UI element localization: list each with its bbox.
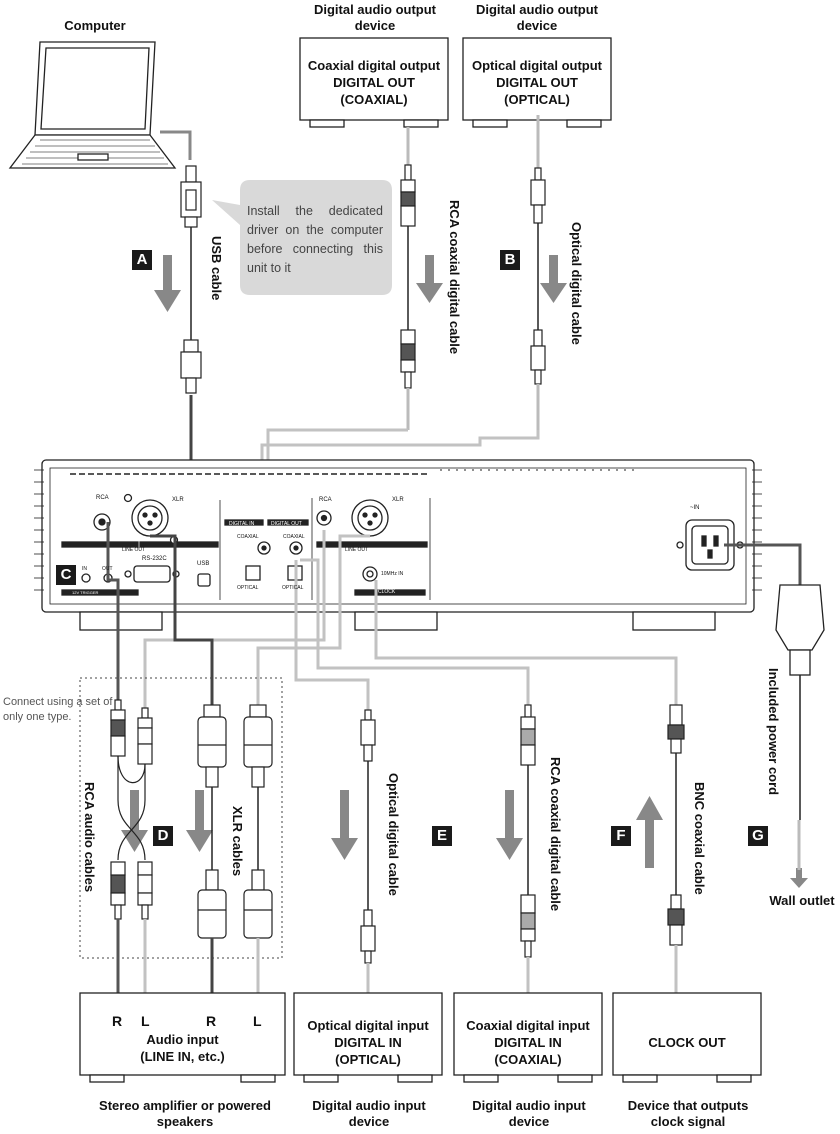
- panel-optical-out-label: OPTICAL: [282, 585, 304, 591]
- optical-cable-bottom-icon: [360, 709, 376, 995]
- panel-rs232c-label: RS-232C: [142, 556, 167, 562]
- coaxial-output-line-1: Coaxial digital output: [307, 58, 441, 73]
- xlr-cables-label: XLR cables: [230, 806, 245, 877]
- xlr-cables-icon: [197, 704, 273, 995]
- audio-input-box-text: Audio input (LINE IN, etc.): [80, 1031, 285, 1065]
- optical-top-label: Optical digital cable: [569, 222, 584, 345]
- channel-l-2: L: [253, 1013, 262, 1029]
- optical-input-line-2: DIGITAL IN: [334, 1035, 402, 1050]
- panel-in-label: IN: [82, 566, 87, 572]
- bottom-device-boxes: [79, 992, 762, 1083]
- digital-output-device-label-2: Digital audio output device: [475, 2, 599, 33]
- badge-e: E: [432, 826, 452, 846]
- coaxial-output-line-2: DIGITAL OUT: [333, 75, 415, 90]
- coaxial-input-box-text: Coaxial digital input DIGITAL IN (COAXIA…: [454, 1017, 602, 1068]
- coaxial-input-line-1: Coaxial digital input: [466, 1018, 590, 1033]
- panel-rca-right-label: RCA: [319, 497, 332, 503]
- audio-input-line-1: Audio input: [146, 1032, 219, 1047]
- amp-device-label: Stereo amplifier or powered speakers: [99, 1098, 271, 1129]
- badge-a: A: [132, 250, 152, 270]
- panel-line-out-right-label: LINE OUT: [345, 547, 369, 553]
- badge-b: B: [500, 250, 520, 270]
- direction-arrows: [121, 255, 808, 888]
- badge-f: F: [611, 826, 631, 846]
- clock-device-label: Device that outputs clock signal: [627, 1098, 749, 1129]
- panel-clock-in-label: 10MHz IN: [381, 571, 404, 577]
- rca-audio-cables-label: RCA audio cables: [82, 782, 97, 893]
- rca-audio-cables-icon: [110, 699, 153, 995]
- usb-connector-top-icon: [180, 165, 202, 394]
- badge-g: G: [748, 826, 768, 846]
- panel-usb-label: USB: [197, 561, 210, 567]
- optical-bottom-label: Optical digital cable: [386, 773, 401, 896]
- panel-trigger-label: 12V TRIGGER: [72, 590, 99, 595]
- panel-ac-in-label: ~IN: [690, 505, 700, 511]
- optical-input-box-text: Optical digital input DIGITAL IN (OPTICA…: [294, 1017, 442, 1068]
- computer-label: Computer: [64, 18, 126, 33]
- optical-output-box-text: Optical digital output DIGITAL OUT (OPTI…: [463, 57, 611, 108]
- panel-digital-out-label: DIGITAL OUT: [271, 521, 302, 527]
- channel-l-1: L: [141, 1013, 150, 1029]
- audio-input-line-2: (LINE IN, etc.): [140, 1049, 225, 1064]
- laptop-icon: [8, 41, 192, 169]
- power-cord-label: Included power cord: [766, 668, 781, 796]
- rca-coaxial-cable-bottom-icon: [520, 704, 536, 995]
- power-cord-icon: [724, 543, 825, 870]
- optical-cable-top-icon: [530, 115, 546, 430]
- channel-r-2: R: [206, 1013, 217, 1029]
- optical-input-line-3: (OPTICAL): [335, 1052, 401, 1067]
- wall-outlet-label: Wall outlet: [769, 893, 835, 908]
- driver-note: Install the dedicated driver on the comp…: [247, 204, 383, 275]
- badge-c: C: [56, 565, 76, 585]
- optical-input-device-label: Digital audio input device: [312, 1098, 426, 1129]
- rca-coaxial-top-label: RCA coaxial digital cable: [447, 200, 462, 355]
- channel-r-1: R: [112, 1013, 123, 1029]
- bnc-cable-icon: [667, 704, 685, 995]
- rear-panel: [34, 459, 762, 631]
- top-device-boxes: [299, 37, 612, 128]
- routing-lines-bottom: [106, 522, 678, 710]
- optical-output-line-2: DIGITAL OUT: [496, 75, 578, 90]
- panel-xlr-label: XLR: [172, 497, 184, 503]
- coaxial-input-line-3: (COAXIAL): [494, 1052, 562, 1067]
- panel-digital-in-label: DIGITAL IN: [229, 521, 255, 527]
- panel-line-out-label: LINE OUT: [122, 547, 146, 553]
- bnc-cable-label: BNC coaxial cable: [692, 782, 707, 895]
- cable-group-dotted-box: [79, 677, 283, 959]
- panel-coaxial-in-label: COAXIAL: [237, 534, 259, 540]
- badge-d: D: [153, 826, 173, 846]
- digital-output-device-label-1: Digital audio output device: [313, 2, 437, 33]
- panel-optical-in-label: OPTICAL: [237, 585, 259, 591]
- clock-out-box-text: CLOCK OUT: [648, 1035, 726, 1050]
- panel-clock-label: CLOCK: [378, 589, 396, 595]
- optical-input-line-1: Optical digital input: [307, 1018, 429, 1033]
- one-type-note: Connect using a set of only one type.: [3, 696, 113, 723]
- rca-coaxial-cable-top-icon: [400, 127, 416, 430]
- panel-xlr-right-label: XLR: [392, 497, 404, 503]
- optical-output-line-1: Optical digital output: [472, 58, 602, 73]
- coaxial-input-line-2: DIGITAL IN: [494, 1035, 562, 1050]
- note-bubble: [212, 180, 392, 295]
- optical-output-line-3: (OPTICAL): [504, 92, 570, 107]
- rca-coaxial-bottom-label: RCA coaxial digital cable: [548, 757, 563, 912]
- coaxial-output-line-3: (COAXIAL): [340, 92, 408, 107]
- usb-cable-label: USB cable: [209, 236, 224, 301]
- coaxial-output-box-text: Coaxial digital output DIGITAL OUT (COAX…: [300, 57, 448, 108]
- panel-out-label: OUT: [102, 566, 113, 572]
- panel-rca-label: RCA: [96, 495, 109, 501]
- coaxial-input-device-label: Digital audio input device: [472, 1098, 586, 1129]
- panel-coaxial-out-label: COAXIAL: [283, 534, 305, 540]
